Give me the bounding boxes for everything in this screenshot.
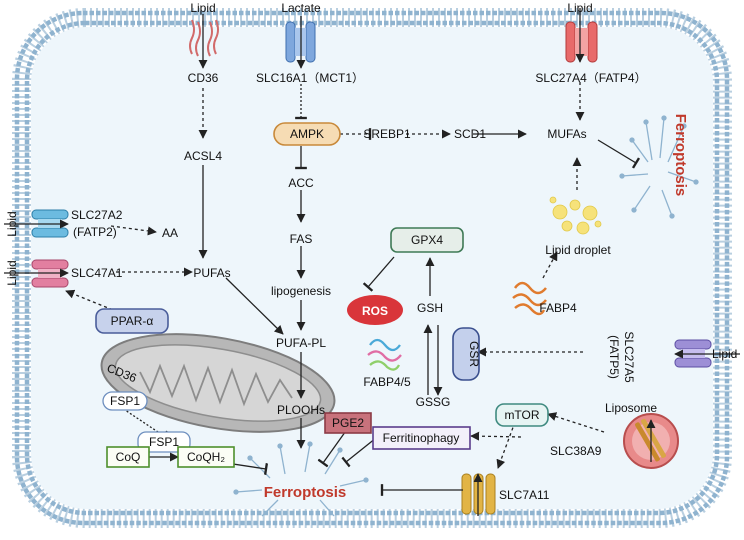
pufas-label: PUFAs xyxy=(193,266,230,280)
gsr-label: GSR xyxy=(467,341,481,367)
fsp1-mito-label: FSP1 xyxy=(110,394,140,408)
ferroptosis-right-label: Ferroptosis xyxy=(672,114,689,197)
ampk-label: AMPK xyxy=(290,127,324,141)
lipogenesis-label: lipogenesis xyxy=(271,284,331,298)
lipid-left-2-label: Lipid xyxy=(5,260,19,285)
gsh-label: GSH xyxy=(417,301,443,315)
cd36-membrane-receptor-icon xyxy=(189,19,219,57)
lipid-top-left-label: Lipid xyxy=(190,1,215,15)
pge2-label: PGE2 xyxy=(332,416,364,430)
fabp45-label: FABP4/5 xyxy=(363,375,411,389)
cd36-label: CD36 xyxy=(188,71,219,85)
ferroptosis-burst-right xyxy=(619,115,699,219)
fabp4-label: FABP4 xyxy=(539,301,577,315)
slc47a1-label: SLC47A1 xyxy=(71,266,123,280)
ferroptosis-bottom-label: Ferroptosis xyxy=(264,484,347,501)
ros-label: ROS xyxy=(362,304,388,318)
ferritinophagy-box xyxy=(372,426,471,450)
slc7a11-channel-icon xyxy=(461,473,496,515)
fas-label: FAS xyxy=(290,232,313,246)
mufas-label: MUFAs xyxy=(547,127,586,141)
coqh2-label: CoQH₂ xyxy=(187,450,225,464)
mtor-box xyxy=(495,403,549,427)
gsr-box xyxy=(452,327,480,381)
slc16a1-label: SLC16A1（MCT1） xyxy=(256,71,364,85)
slc38a9-label: SLC38A9 xyxy=(550,444,602,458)
acc-label: ACC xyxy=(288,176,314,190)
acsl4-label: ACSL4 xyxy=(184,149,222,163)
srebp1-label: SREBP1 xyxy=(363,127,411,141)
inhibition-lines xyxy=(109,84,641,496)
fsp1-box xyxy=(137,431,191,453)
mtor-label: mTOR xyxy=(504,408,539,422)
solid-arrows xyxy=(4,8,740,516)
slc7a11-label: SLC7A11 xyxy=(499,488,550,502)
ferroptosis-burst-bottom xyxy=(233,441,369,517)
plloohs-label: PLOOHs xyxy=(277,403,325,417)
slc27a4-channel-icon xyxy=(565,21,598,63)
ros-ellipse xyxy=(347,295,403,325)
fabp4-protein-icon xyxy=(512,281,547,316)
ppar-alpha-box xyxy=(95,308,169,334)
slc27a4-label: SLC27A4（FATP4） xyxy=(535,71,646,85)
lipid-left-1-label: Lipid xyxy=(5,211,19,236)
aa-label: AA xyxy=(162,226,178,240)
lipid-droplet-icon xyxy=(549,196,602,235)
fabp45-protein-icon xyxy=(367,338,402,371)
fsp1-mito-box xyxy=(102,391,148,411)
fsp1-label: FSP1 xyxy=(149,435,179,449)
mitochondrion-icon xyxy=(100,333,336,433)
pufa-pl-label: PUFA-PL xyxy=(276,336,326,350)
lipid-droplet-label: Lipid droplet xyxy=(545,243,611,257)
dashed-arrows xyxy=(65,82,605,469)
ampk-box xyxy=(273,122,341,146)
lipid-top-right-label: Lipid xyxy=(567,1,592,15)
ppar-alpha-label: PPAR-α xyxy=(111,314,154,328)
lactate-label: Lactate xyxy=(281,1,321,15)
slc27a5-label-line2: (FATP5) xyxy=(607,335,621,379)
slc27a2-label-line2: (FATP2) xyxy=(73,225,117,239)
lipid-right-label: Lipid xyxy=(712,347,737,361)
labels: Lipid Lactate Lipid CD36 SLC16A1（MCT1） S… xyxy=(5,1,737,502)
scd1-label: SCD1 xyxy=(454,127,486,141)
gpx4-box xyxy=(390,227,464,253)
slc27a2-label-line1: SLC27A2 xyxy=(71,208,123,222)
gpx4-label: GPX4 xyxy=(411,233,443,247)
slc27a5-label-line1: SLC27A5 xyxy=(622,331,636,383)
coq-box xyxy=(106,446,150,468)
pge2-box xyxy=(324,412,372,434)
gssg-label: GSSG xyxy=(416,395,451,409)
coq-label: CoQ xyxy=(116,450,141,464)
coqh2-box xyxy=(177,446,235,468)
liposome-label: Liposome xyxy=(605,401,657,415)
ferritinophagy-label: Ferritinophagy xyxy=(383,431,460,445)
